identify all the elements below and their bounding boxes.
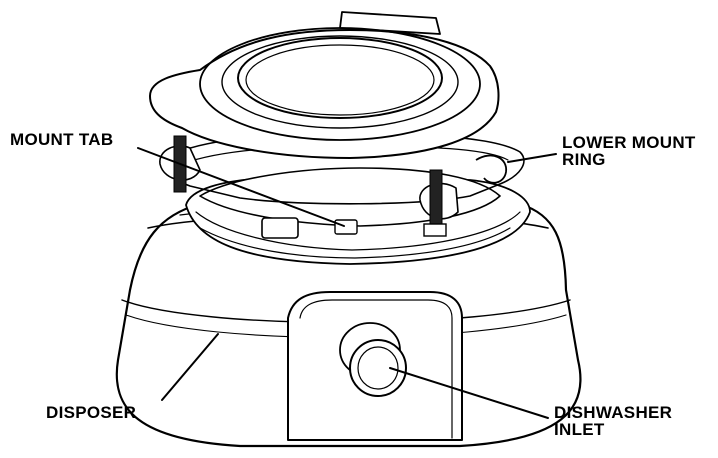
dishwasher-inlet-label-line1: DISHWASHER [554, 403, 673, 422]
upper-mount-flange [149, 11, 500, 159]
mount-tab-leader [137, 147, 345, 227]
disposer-label: DISPOSER [46, 403, 137, 422]
dishwasher-inlet-housing [287, 291, 463, 441]
leader-lines [137, 147, 557, 419]
dishwasher-inlet-leader [389, 367, 549, 419]
lower-mount-ring-label-line1: LOWER MOUNT [562, 133, 696, 152]
dishwasher-inlet-label-line2: INLET [554, 420, 605, 439]
mount-tab-label: MOUNT TAB [10, 130, 114, 149]
lower-mount-ring-leader [507, 153, 557, 163]
disposer-leader [161, 333, 219, 401]
lower-mount-ring-label-line2: RING [562, 150, 606, 169]
